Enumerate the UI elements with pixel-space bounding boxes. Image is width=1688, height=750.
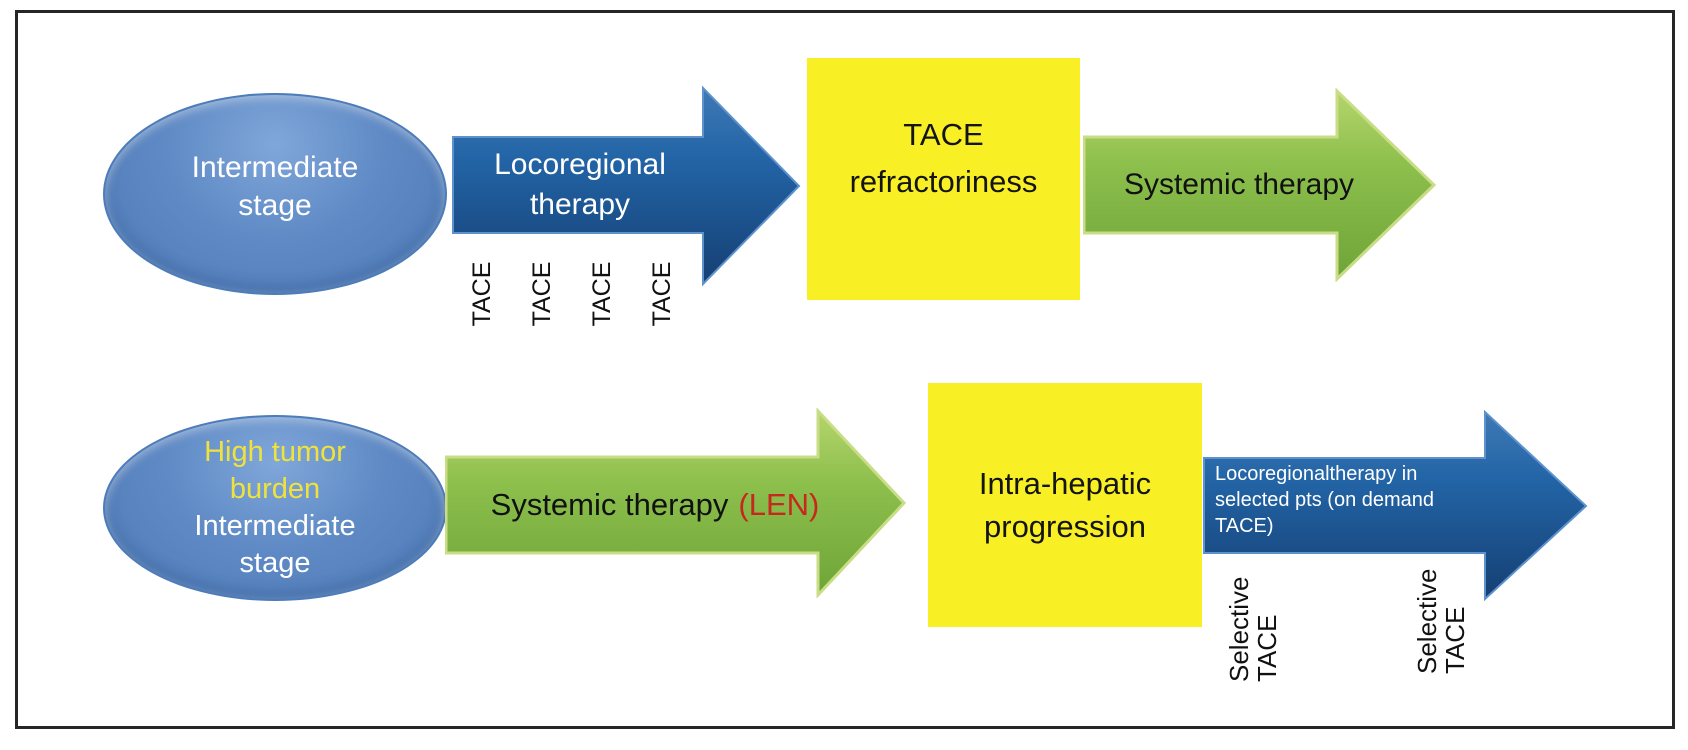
ellipse-text-line: Intermediate	[191, 151, 359, 184]
box-text-line: Intra-hepatic	[978, 466, 1152, 501]
selective-tace-vertical-label: Selective TACE	[1412, 554, 1470, 675]
tace-refractoriness-box: TACE refractoriness	[807, 58, 1080, 300]
systemic-therapy-arrow-label: Systemic therapy	[1083, 137, 1395, 233]
systemic-therapy-arrow-shape	[1083, 88, 1437, 282]
tace-vertical-label: TACE	[528, 261, 556, 327]
ellipse-text-line: stage	[238, 189, 312, 222]
arrow-label-line: Locoregional	[494, 148, 666, 181]
len-suffix-text: (LEN)	[738, 487, 820, 522]
box-text-line: refractoriness	[849, 164, 1038, 199]
selective-tace-vertical-label: Selective TACE	[1224, 562, 1282, 683]
on-demand-tace-arrow-shape	[1203, 409, 1588, 602]
on-demand-tace-arrow-label: Locoregionaltherapy in selected pts (on …	[1215, 461, 1487, 539]
box-text-line: TACE	[903, 117, 984, 152]
arrow-label-line: selected pts (on demand	[1215, 489, 1435, 511]
tace-vertical-label: TACE	[648, 261, 676, 327]
diagram-border-frame	[15, 10, 1675, 729]
systemic-len-arrow-shape	[445, 408, 907, 598]
ellipse-highlight-line: burden	[229, 473, 321, 505]
vertical-label-line: TACE	[1252, 614, 1282, 682]
vertical-label-line: Selective	[1224, 576, 1254, 683]
arrow-label-line: Locoregionaltherapy in	[1215, 463, 1418, 485]
ellipse-text-line: Intermediate	[194, 510, 356, 542]
arrow-label-line: Systemic therapy	[1123, 168, 1355, 201]
systemic-len-arrow-label: Systemic therapy (LEN)	[455, 457, 855, 553]
arrow-label-text: Systemic therapy	[490, 487, 729, 522]
vertical-label-line: Selective	[1412, 568, 1442, 675]
arrow-label-line: TACE)	[1215, 515, 1274, 537]
box-text-line: progression	[984, 509, 1146, 544]
intrahepatic-progression-box: Intra-hepatic progression	[928, 383, 1202, 627]
ellipse-text-line: stage	[239, 547, 311, 579]
ellipse-highlight-line: High tumor	[204, 436, 346, 468]
tace-vertical-label: TACE	[468, 261, 496, 327]
arrow-label-line: therapy	[529, 188, 631, 221]
tace-vertical-label: TACE	[588, 261, 616, 327]
intermediate-stage-ellipse: Intermediate stage	[103, 93, 447, 295]
locoregional-arrow-shape	[452, 85, 801, 287]
vertical-label-line: TACE	[1440, 606, 1470, 674]
locoregional-arrow-label: Locoregional therapy	[458, 137, 702, 233]
high-burden-stage-ellipse: High tumor burden Intermediate stage	[103, 415, 447, 601]
